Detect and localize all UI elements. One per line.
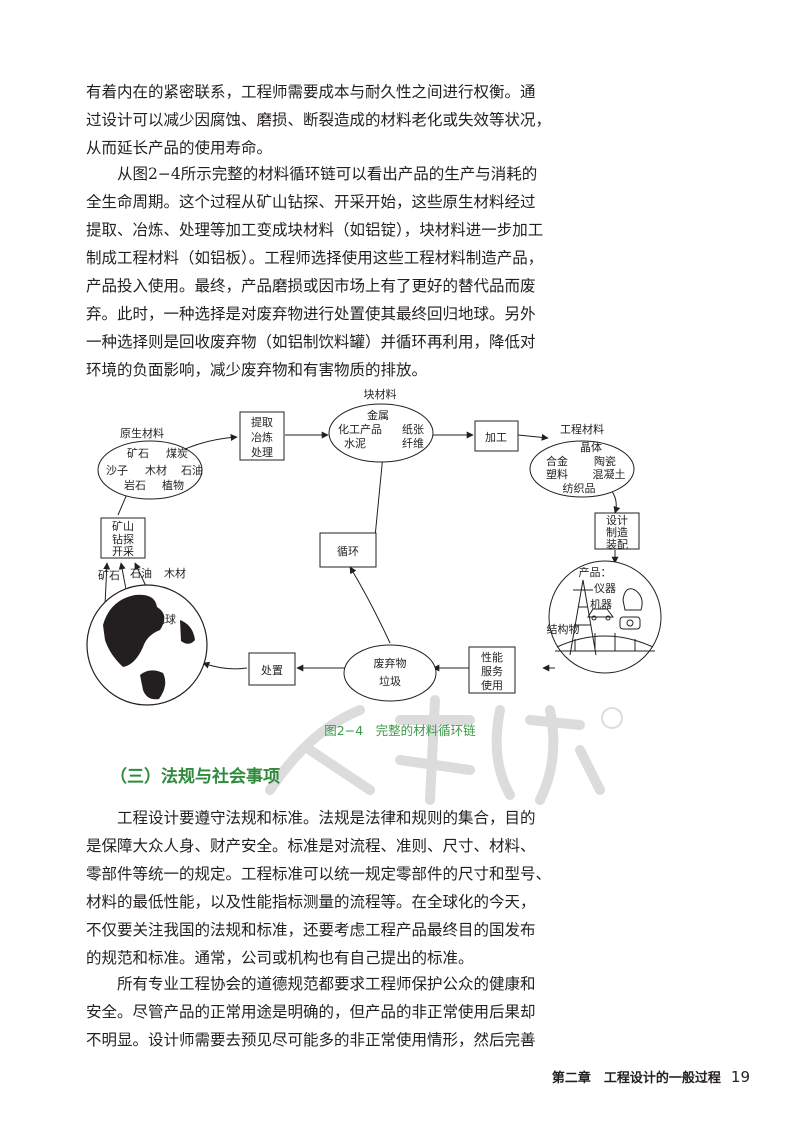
svg-text:木材: 木材 [164, 566, 186, 580]
svg-text:工程材料: 工程材料 [560, 422, 604, 436]
svg-text:岩石: 岩石 [124, 478, 146, 492]
page-footer: 第二章 工程设计的一般过程 19 [552, 1067, 750, 1086]
disposal-box: 处置 [248, 652, 296, 686]
section-heading: （三）法规与社会事项 [110, 767, 280, 787]
svg-text:仪器: 仪器 [594, 582, 616, 595]
svg-text:机器: 机器 [590, 597, 612, 611]
svg-text:加工: 加工 [485, 431, 507, 444]
svg-text:木材: 木材 [145, 463, 167, 477]
recycle-box: 循环 [319, 532, 377, 568]
svg-text:矿石: 矿石 [127, 447, 149, 460]
svg-text:性能: 性能 [481, 650, 503, 664]
raw-materials-node: 原生材料 矿石 煤炭 沙子 木材 石油 岩石 植物 [97, 426, 203, 500]
car-icon [587, 608, 614, 621]
paragraph-regulations: 工程设计要遵守法规和标准。法规是法律和规则的集合，目的 是保障大众人身、财产安全… [86, 809, 552, 967]
svg-text:金属: 金属 [367, 408, 389, 422]
svg-text:制造: 制造 [606, 525, 628, 539]
svg-text:处置: 处置 [261, 664, 283, 677]
svg-text:地球: 地球 [154, 612, 176, 626]
bridge-icon [555, 633, 655, 652]
earth-globe: 矿石 石油 木材 地球 [86, 566, 208, 706]
svg-text:装配: 装配 [606, 538, 628, 551]
svg-text:使用: 使用 [481, 679, 503, 692]
svg-text:提取: 提取 [251, 416, 273, 429]
chapter-title: 第二章 工程设计的一般过程 [551, 1071, 721, 1086]
svg-text:纤维: 纤维 [402, 437, 424, 450]
waste-node: 废弃物 垃圾 [343, 644, 437, 702]
paragraph-cost-durability: 有着内在的紧密联系，工程师需要成本与耐久性之间进行权衡。通 过设计可以减少因腐蚀… [86, 83, 552, 157]
page-number: 19 [730, 1068, 750, 1086]
svg-text:产品：: 产品： [579, 565, 612, 579]
block-materials-node: 块材料 金属 化工产品 纸张 水泥 纤维 [328, 387, 434, 463]
svg-text:原生材料: 原生材料 [120, 426, 164, 440]
figure-caption: 图2−4 完整的材料循环链 [324, 723, 476, 738]
processing-box: 加工 [474, 420, 519, 452]
telephone-icon [619, 616, 641, 630]
svg-text:化工产品: 化工产品 [338, 422, 382, 436]
products-node: 产品： 仪器 机器 结构物 [547, 560, 662, 674]
paragraph-material-cycle: 从图2−4所示完整的材料循环链可以看出产品的生产与消耗的 全生命周期。这个过程从… [86, 165, 544, 379]
tower-icon [569, 579, 597, 656]
svg-text:冶炼: 冶炼 [251, 430, 273, 444]
svg-text:晶体: 晶体 [580, 440, 602, 454]
engineering-materials-node: 工程材料 晶体 合金 陶瓷 塑料 混凝土 纺织品 [529, 422, 635, 498]
svg-text:石油: 石油 [181, 463, 203, 477]
svg-text:垃圾: 垃圾 [379, 674, 401, 688]
svg-text:沙子: 沙子 [106, 464, 128, 477]
material-cycle-diagram: 原生材料 矿石 煤炭 沙子 木材 石油 岩石 植物 提取 冶炼 处理 块材料 金… [86, 387, 662, 706]
svg-text:废弃物: 废弃物 [374, 656, 407, 670]
svg-text:钻探: 钻探 [112, 532, 134, 546]
svg-text:处理: 处理 [251, 446, 273, 459]
svg-text:合金: 合金 [546, 454, 568, 468]
svg-text:石油: 石油 [130, 566, 152, 580]
design-manufacture-box: 设计 制造 装配 [594, 512, 640, 551]
svg-text:陶瓷: 陶瓷 [594, 454, 616, 468]
svg-text:结构物: 结构物 [547, 622, 580, 636]
mine-drill-box: 矿山 钻探 开采 [100, 517, 146, 559]
svg-text:塑料: 塑料 [546, 467, 568, 481]
svg-text:纺织品: 纺织品 [563, 481, 596, 495]
performance-service-box: 性能 服务 使用 [468, 646, 516, 694]
svg-text:设计: 设计 [606, 514, 628, 527]
svg-text:服务: 服务 [481, 665, 503, 678]
publisher-watermark [265, 695, 623, 805]
svg-text:煤炭: 煤炭 [166, 447, 188, 460]
svg-text:水泥: 水泥 [344, 437, 366, 450]
svg-text:矿山: 矿山 [112, 520, 134, 533]
extract-smelt-box: 提取 冶炼 处理 [239, 411, 285, 461]
svg-text:循环: 循环 [337, 545, 359, 558]
svg-text:纸张: 纸张 [402, 423, 424, 436]
kettle-icon [622, 588, 643, 611]
paragraph-ethics: 所有专业工程协会的道德规范都要求工程师保护公众的健康和 安全。尽管产品的正常用途… [86, 975, 536, 1049]
svg-text:块材料: 块材料 [364, 387, 397, 401]
svg-text:混凝土: 混凝土 [593, 467, 626, 481]
svg-text:植物: 植物 [162, 478, 184, 492]
svg-text:开采: 开采 [112, 545, 134, 558]
svg-text:矿石: 矿石 [98, 569, 120, 582]
